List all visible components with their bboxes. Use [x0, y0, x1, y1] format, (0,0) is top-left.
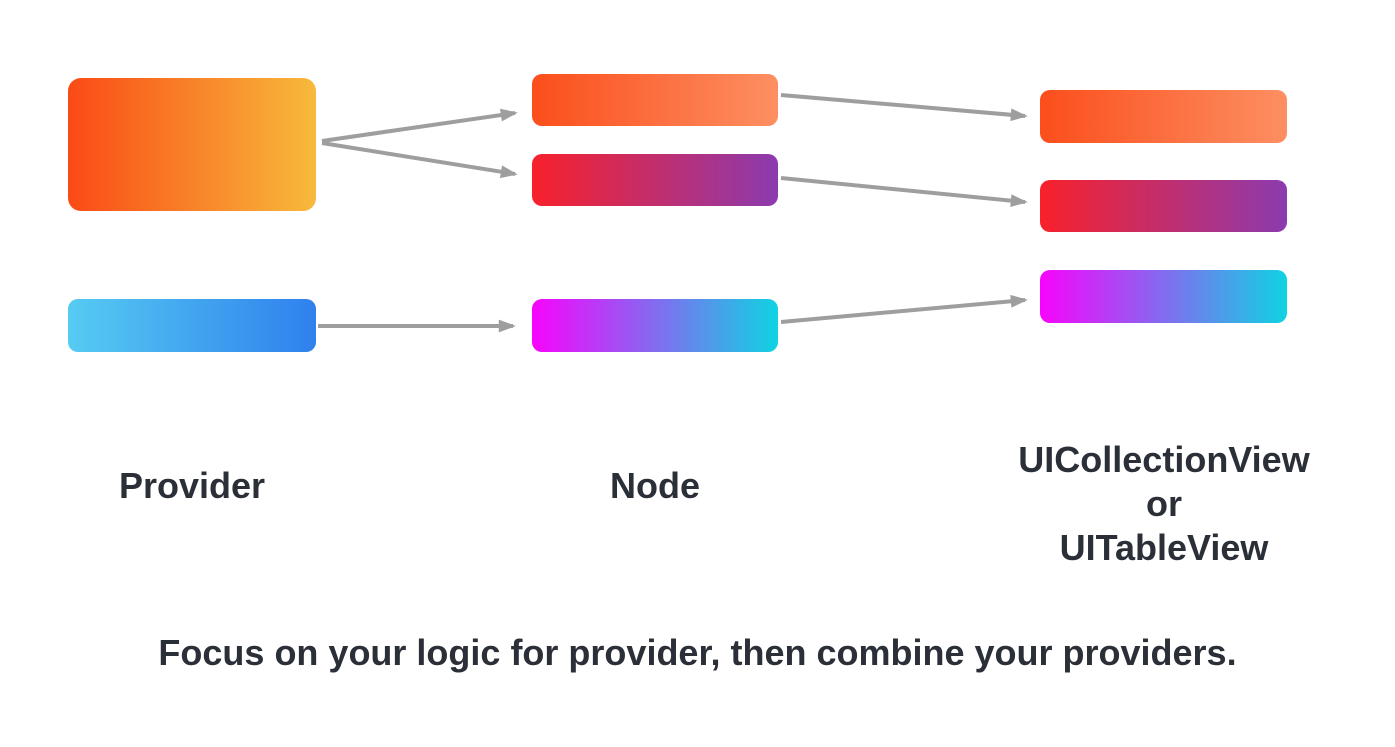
- view-label-line-3: UITableView: [1059, 527, 1269, 568]
- provider-label: Provider: [118, 465, 266, 506]
- arrow-provider-to-node-red-purple: [321, 141, 518, 179]
- node-box-orange: [532, 74, 778, 126]
- caption-text: Focus on your logic for provider, then c…: [158, 632, 1237, 673]
- provider-box-primary: [68, 78, 316, 211]
- view-label-line-1: UICollectionView: [1018, 439, 1310, 480]
- arrow-provider-to-node-orange: [321, 108, 518, 143]
- arrow-node-red-purple-to-view: [780, 176, 1028, 207]
- node-box-magenta-cyan: [532, 299, 778, 352]
- view-box-orange: [1040, 90, 1287, 143]
- view-box-magenta-cyan: [1040, 270, 1287, 323]
- node-box-red-purple: [532, 154, 778, 206]
- view-label-line-2: or: [1146, 483, 1182, 524]
- node-label: Node: [610, 465, 700, 506]
- provider-box-secondary: [68, 299, 316, 352]
- arrow-node-orange-to-view: [780, 93, 1028, 122]
- view-label: UICollectionView or UITableView: [998, 438, 1330, 570]
- arrow-node-magenta-to-view: [780, 294, 1028, 324]
- view-box-red-purple: [1040, 180, 1287, 232]
